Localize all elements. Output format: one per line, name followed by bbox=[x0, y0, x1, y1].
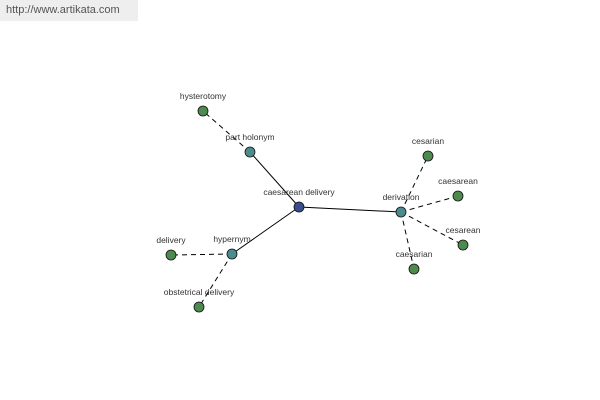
leaf-node-obstetrical-delivery[interactable] bbox=[193, 301, 205, 313]
edge-derivation-to-caesarian bbox=[400, 211, 415, 270]
relation-node-part-holonym[interactable] bbox=[244, 146, 256, 158]
leaf-label-delivery[interactable]: delivery bbox=[156, 235, 186, 245]
relation-label-derivation[interactable]: derivation bbox=[383, 192, 420, 202]
relation-node-hypernym[interactable] bbox=[226, 248, 238, 260]
graph-labels: caesarean delivery part holonym derivation… bbox=[156, 91, 480, 297]
leaf-node-delivery[interactable] bbox=[165, 249, 177, 261]
edge-center-to-derivation bbox=[298, 206, 402, 213]
center-node[interactable] bbox=[293, 201, 305, 213]
source-url[interactable]: http://www.artikata.com bbox=[6, 4, 120, 16]
edge-derivation-to-caesarean bbox=[400, 195, 459, 213]
edge-hypernym-to-delivery bbox=[170, 253, 233, 256]
leaf-label-hysterotomy[interactable]: hysterotomy bbox=[180, 91, 227, 101]
leaf-node-caesarean[interactable] bbox=[452, 190, 464, 202]
edge-derivation-to-cesarian bbox=[400, 155, 429, 213]
graph-edges bbox=[170, 110, 464, 308]
leaf-node-caesarian[interactable] bbox=[408, 263, 420, 275]
relation-node-derivation[interactable] bbox=[395, 206, 407, 218]
leaf-label-caesarean[interactable]: caesarean bbox=[438, 176, 478, 186]
edge-center-to-hypernym bbox=[231, 206, 300, 255]
leaf-label-cesarean[interactable]: cesarean bbox=[446, 225, 481, 235]
leaf-node-cesarian[interactable] bbox=[422, 150, 434, 162]
url-banner: http://www.artikata.com bbox=[0, 0, 138, 21]
leaf-node-hysterotomy[interactable] bbox=[197, 105, 209, 117]
edge-center-to-part-holonym bbox=[249, 151, 300, 208]
leaf-label-obstetrical-delivery[interactable]: obstetrical delivery bbox=[164, 287, 235, 297]
graph-nodes bbox=[165, 105, 469, 313]
edge-part-holonym-to-hysterotomy bbox=[202, 110, 251, 153]
relation-label-hypernym[interactable]: hypernym bbox=[213, 234, 250, 244]
center-node-label[interactable]: caesarean delivery bbox=[263, 187, 335, 197]
relation-label-part-holonym[interactable]: part holonym bbox=[225, 132, 274, 142]
leaf-node-cesarean[interactable] bbox=[457, 239, 469, 251]
leaf-label-caesarian[interactable]: caesarian bbox=[396, 249, 433, 259]
leaf-label-cesarian[interactable]: cesarian bbox=[412, 136, 444, 146]
edge-hypernym-to-obstetrical-delivery bbox=[198, 253, 233, 308]
edge-derivation-to-cesarean bbox=[400, 211, 464, 246]
